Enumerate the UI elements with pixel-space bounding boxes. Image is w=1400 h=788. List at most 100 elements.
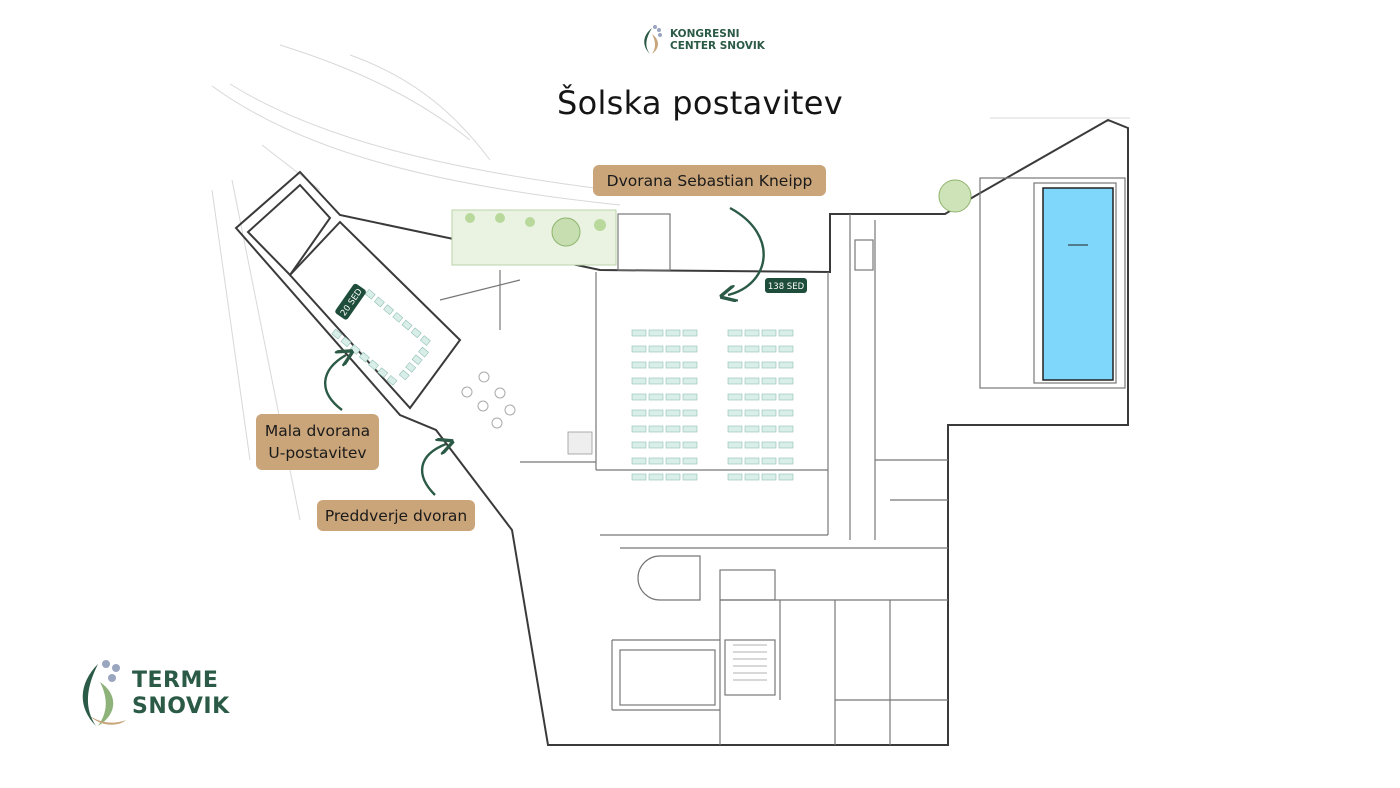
desk [665,361,681,369]
brand-top: KONGRESNI CENTER SNOVIK [640,24,765,56]
desk [665,329,681,337]
desk [631,425,647,433]
desk [665,425,681,433]
desk [744,393,760,401]
u-seat [419,335,431,346]
desk [665,377,681,385]
capacity-badge-main: 138 SED [765,278,807,293]
desk [648,441,664,449]
desk [648,425,664,433]
u-seat [349,344,361,355]
desk [665,473,681,481]
desk [727,409,743,417]
desk [727,393,743,401]
desk [665,457,681,465]
desk [665,441,681,449]
desk [682,329,698,337]
desk [761,361,777,369]
desk [761,409,777,417]
desk [631,393,647,401]
desk [648,393,664,401]
desk [648,457,664,465]
foyer-tables [461,371,516,429]
u-seat [340,336,352,348]
desk [744,345,760,353]
desk [682,361,698,369]
interior-walls [439,177,1126,745]
desk [761,345,777,353]
desk [648,345,664,353]
desk [727,425,743,433]
desk [631,345,647,353]
desk [744,377,760,385]
u-seating [331,288,431,386]
desk [744,409,760,417]
desk [648,409,664,417]
desk [778,329,794,337]
desk [761,377,777,385]
u-seat [392,312,404,323]
page-title: Šolska postavitev [556,84,844,122]
leaf-drop-logo-icon-large [82,660,126,726]
u-seat [418,346,429,358]
u-seat [411,354,423,365]
desk [778,393,794,401]
brand-top-line1: KONGRESNI [670,28,740,40]
desk [744,329,760,337]
brand-top-line2: CENTER SNOVIK [670,40,765,52]
u-seat [358,351,370,363]
u-seat [331,328,343,340]
desk [665,345,681,353]
desk [778,361,794,369]
desk [727,361,743,369]
desk [778,345,794,353]
capacity-main-text: 138 SED [768,282,805,292]
desk [761,473,777,481]
desk [665,409,681,417]
desk [682,457,698,465]
desk [744,425,760,433]
arrow-main-hall-icon [728,206,765,295]
pool [1042,187,1114,381]
desk [631,377,647,385]
desk [727,441,743,449]
desk [761,329,777,337]
desk [778,409,794,417]
desk [648,473,664,481]
u-seat [364,288,376,300]
desk [727,457,743,465]
u-seat [368,359,379,371]
desk [631,473,647,481]
desk [727,377,743,385]
callout-small-hall-line2: U-postavitev [268,444,367,462]
u-seat [398,369,410,381]
desk [761,425,777,433]
desk [727,345,743,353]
callout-main-hall: Dvorana Sebastian Kneipp [593,165,826,196]
desk [778,441,794,449]
callout-small-hall-line1: Mala dvorana [264,422,371,440]
u-seat [401,319,413,331]
u-seat [377,367,389,378]
school-seating [631,329,794,481]
desk [727,329,743,337]
curved-arrow-icons [324,206,765,496]
desk [778,473,794,481]
u-seat [383,304,395,315]
desk [744,361,760,369]
desk [682,425,698,433]
desk [727,473,743,481]
brand-bottom: TERME SNOVIK [76,658,229,735]
desk [761,457,777,465]
leaf-drop-logo-icon [644,25,662,54]
greenery [451,179,972,266]
desk [631,457,647,465]
arrow-foyer-icon [420,444,446,496]
u-seat [405,362,417,373]
desk [648,361,664,369]
u-seat [373,296,385,308]
callout-small-hall: Mala dvorana U-postavitev [256,414,379,470]
desk [682,441,698,449]
desk [631,441,647,449]
